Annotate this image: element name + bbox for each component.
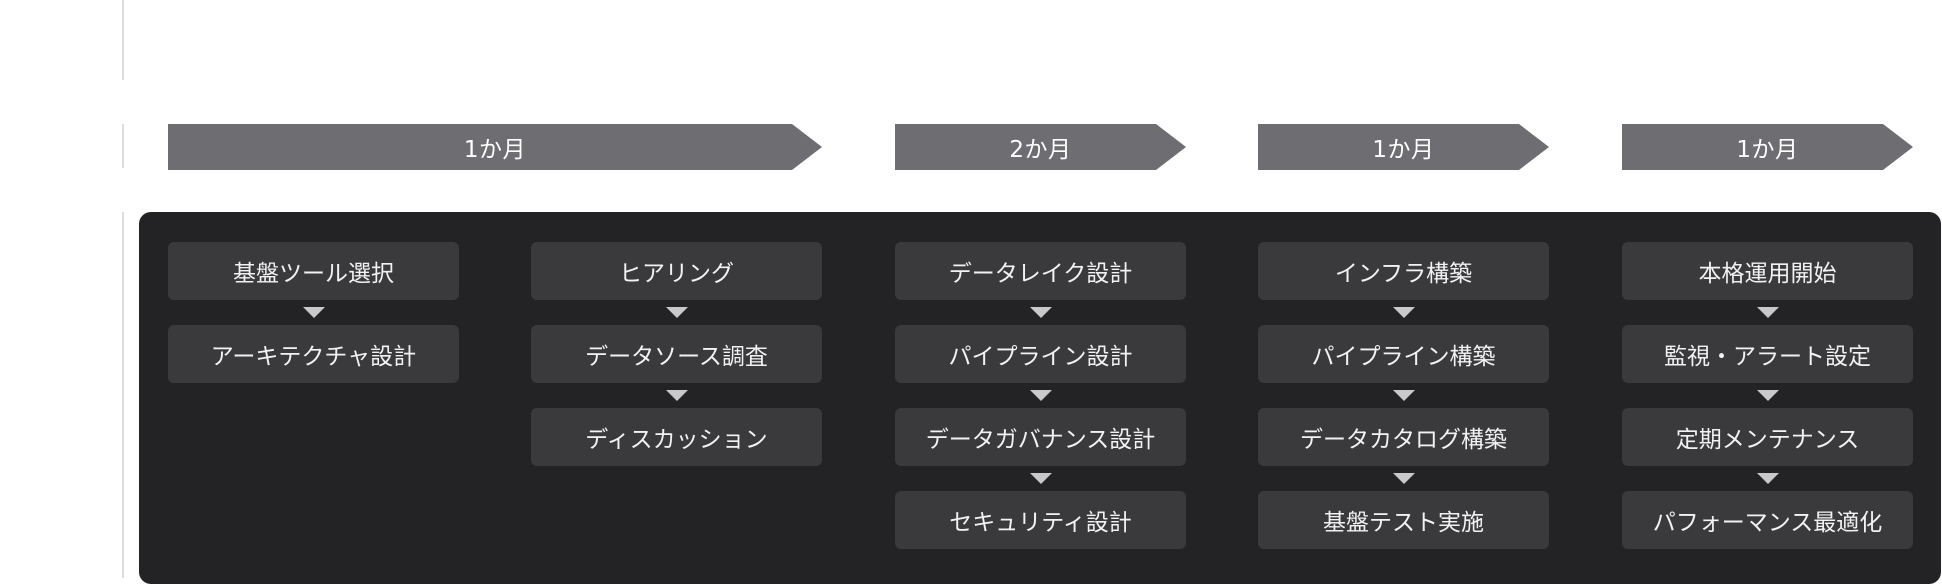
- task-box: ディスカッション: [531, 408, 822, 466]
- task-box: 本格運用開始: [1622, 242, 1913, 300]
- down-arrow-icon: [1029, 473, 1052, 484]
- task-label: 基盤テスト実施: [1323, 510, 1484, 536]
- divider-line-middle: [122, 124, 124, 168]
- phase-label: 1か月: [463, 137, 527, 163]
- down-arrow-icon: [302, 307, 325, 318]
- task-column-3: データレイク設計 パイプライン設計 データガバナンス設計 セキュリティ設計: [895, 242, 1186, 549]
- down-arrow-icon: [1392, 390, 1415, 401]
- task-label: データソース調査: [585, 344, 768, 370]
- task-box: パイプライン構築: [1258, 325, 1549, 383]
- task-label: インフラ構築: [1334, 261, 1473, 287]
- task-box: データガバナンス設計: [895, 408, 1186, 466]
- task-column-5: 本格運用開始 監視・アラート設定 定期メンテナンス パフォーマンス最適化: [1622, 242, 1913, 549]
- phase-label: 1か月: [1736, 137, 1799, 163]
- phase-label: 2か月: [1009, 137, 1072, 163]
- phase-arrow-3: 1か月: [1258, 124, 1549, 170]
- task-label: パイプライン構築: [1311, 344, 1496, 370]
- down-arrow-icon: [1756, 307, 1779, 318]
- down-arrow-icon: [665, 390, 688, 401]
- task-box: データレイク設計: [895, 242, 1186, 300]
- task-column-1: 基盤ツール選択 アーキテクチャ設計: [168, 242, 459, 383]
- task-label: 監視・アラート設定: [1664, 344, 1871, 370]
- phase-label: 1か月: [1372, 137, 1435, 163]
- down-arrow-icon: [1029, 307, 1052, 318]
- task-box: ヒアリング: [531, 242, 822, 300]
- phase-arrow-4: 1か月: [1622, 124, 1913, 170]
- task-box: インフラ構築: [1258, 242, 1549, 300]
- task-label: 基盤ツール選択: [233, 261, 394, 287]
- task-box: 基盤ツール選択: [168, 242, 459, 300]
- task-box: 定期メンテナンス: [1622, 408, 1913, 466]
- task-label: アーキテクチャ設計: [210, 344, 417, 370]
- task-label: ディスカッション: [585, 427, 768, 453]
- task-box: アーキテクチャ設計: [168, 325, 459, 383]
- divider-line-top: [122, 0, 124, 80]
- phase-arrow-1: 1か月: [168, 124, 822, 170]
- task-label: データカタログ構築: [1300, 427, 1507, 453]
- task-box: セキュリティ設計: [895, 491, 1186, 549]
- task-label: 本格運用開始: [1698, 261, 1837, 287]
- task-box: パイプライン設計: [895, 325, 1186, 383]
- divider-line-bottom: [122, 212, 124, 578]
- task-box: データカタログ構築: [1258, 408, 1549, 466]
- task-label: 定期メンテナンス: [1675, 427, 1860, 453]
- down-arrow-icon: [1756, 390, 1779, 401]
- task-label: ヒアリング: [619, 261, 734, 287]
- phase-arrow-2: 2か月: [895, 124, 1186, 170]
- down-arrow-icon: [1029, 390, 1052, 401]
- task-column-2: ヒアリング データソース調査 ディスカッション: [531, 242, 822, 466]
- task-column-4: インフラ構築 パイプライン構築 データカタログ構築 基盤テスト実施: [1258, 242, 1549, 549]
- down-arrow-icon: [1392, 307, 1415, 318]
- down-arrow-icon: [665, 307, 688, 318]
- task-box: データソース調査: [531, 325, 822, 383]
- task-box: 監視・アラート設定: [1622, 325, 1913, 383]
- task-label: データガバナンス設計: [925, 427, 1156, 453]
- task-label: パイプライン設計: [948, 344, 1133, 370]
- down-arrow-icon: [1392, 473, 1415, 484]
- task-box: パフォーマンス最適化: [1622, 491, 1913, 549]
- task-label: データレイク設計: [948, 261, 1133, 287]
- task-box: 基盤テスト実施: [1258, 491, 1549, 549]
- task-label: セキュリティ設計: [949, 510, 1132, 536]
- task-label: パフォーマンス最適化: [1652, 510, 1883, 536]
- down-arrow-icon: [1756, 473, 1779, 484]
